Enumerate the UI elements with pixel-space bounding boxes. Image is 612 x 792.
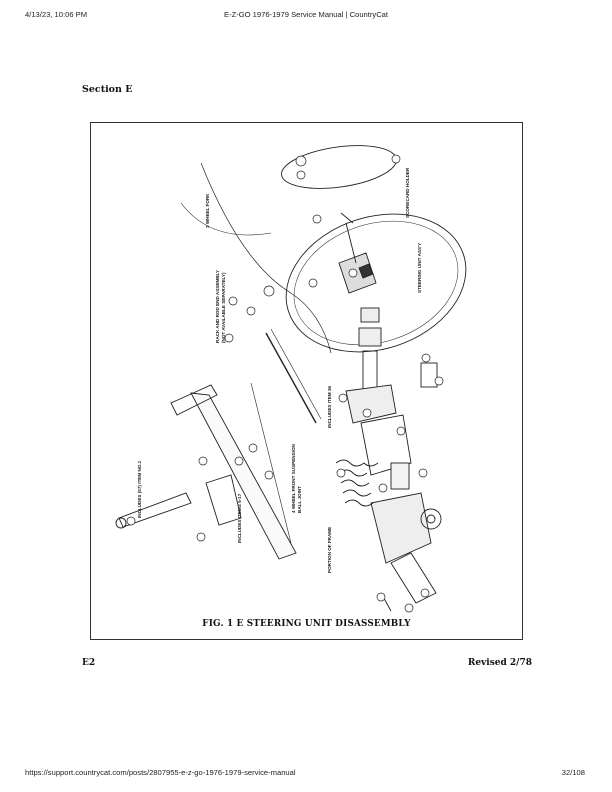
section-heading: Section E (82, 84, 133, 95)
scorecard-board (281, 145, 397, 189)
print-page-count: 32/108 (561, 768, 585, 777)
label-steering-unit: STEERING UNIT ASS'Y (417, 243, 422, 293)
frame-outline (200, 162, 332, 354)
label-wheel-fork: 3 WHEEL FORK (205, 193, 210, 228)
figure-caption: FIG. 1 E STEERING UNIT DISASSEMBLY (202, 619, 411, 629)
label-portion-frame: PORTION OF FRAME (327, 527, 332, 573)
spindle-arm (205, 474, 242, 526)
wheel-hub (338, 252, 377, 294)
figure-frame: 3 WHEEL FORK RACK AND ROD END ASSEMBLY (… (90, 122, 523, 640)
print-url: https://support.countrycat.com/posts/280… (25, 768, 296, 777)
label-rack-note: (NOT AVAILABLE SEPARATELY) (221, 272, 226, 343)
label-front-suspension: 4 WHEEL FRONT SUSPENSION (291, 443, 296, 513)
label-scorecard: SCORECARD HOLDER (405, 167, 410, 218)
label-ball-joint: BALL JOINT (297, 486, 302, 513)
tie-rod (265, 332, 317, 424)
revision-note: Revised 2/78 (467, 658, 532, 668)
label-includes-57: INCLUDES (57) ITEM NO.1 (137, 460, 142, 518)
column-collar (360, 307, 380, 323)
steering-exploded-diagram: 3 WHEEL FORK RACK AND ROD END ASSEMBLY (… (115, 145, 467, 613)
gear-housing (345, 384, 397, 424)
steering-wheel-rim (285, 213, 467, 353)
axle-beam (190, 392, 297, 560)
label-includes-5: INCLUDES ITEMS 5-17 (237, 493, 242, 543)
print-page-title: E-Z-GO 1976-1979 Service Manual | Countr… (223, 10, 389, 19)
print-datetime: 4/13/23, 10:06 PM (25, 10, 88, 19)
page-code: E2 (82, 658, 96, 668)
label-includes-36: INCLUDES ITEM 36 (327, 385, 332, 428)
rack-boot (335, 459, 379, 507)
pinion-gear (420, 508, 442, 530)
label-rack-assembly: RACK AND ROD END ASSEMBLY (215, 270, 220, 343)
